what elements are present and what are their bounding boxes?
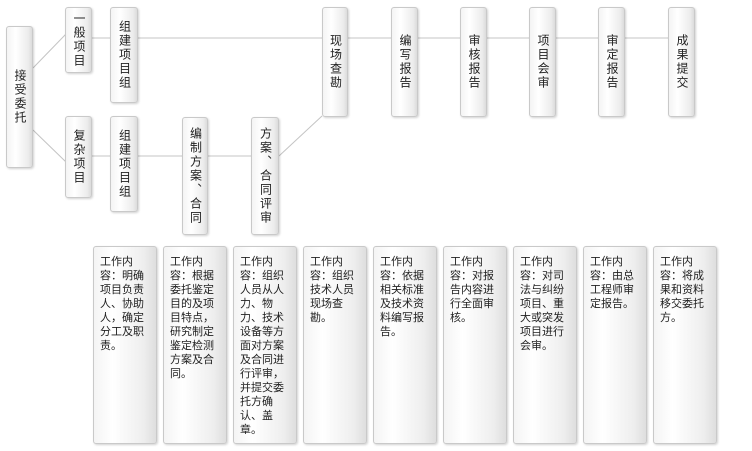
complex-project-label: 复杂项目 [72,129,86,185]
step-approve-node: 审定报告 [598,7,625,117]
detail-team: 工作内容：明确项目负责人、协助人，确定分工及职责。 [93,246,157,444]
detail-survey: 工作内容：组织技术人员现场查勘。 [303,246,367,444]
detail-write: 工作内容：依据相关标准及技术资料编写报告。 [373,246,437,444]
detail-deliver: 工作内容：将成果和资料移交委托方。 [653,246,717,444]
detail-meeting: 工作内容：对司法与纠纷项目、重大或突发项目进行会审。 [513,246,577,444]
step-survey-label: 现场查勘 [328,34,343,90]
detail-audit: 工作内容：对报告内容进行全面审核。 [443,246,507,444]
detail-approve: 工作内容：由总工程师审定报告。 [583,246,647,444]
simple-project-label: 一般项目 [72,12,86,68]
complex-team-label: 组建项目组 [117,129,132,199]
step-deliver-node: 成果提交 [668,7,695,117]
detail-plan: 工作内容：根据委托鉴定目的及项目特点，研究制定鉴定检测方案及合同。 [163,246,227,444]
step-audit-label: 审核报告 [467,34,481,90]
plan-node: 编制方案、合同 [182,117,208,235]
simple-team-label: 组建项目组 [117,20,132,90]
step-meeting-label: 项目会审 [536,34,550,90]
review-label: 方案、合同评审 [258,127,273,225]
step-deliver-label: 成果提交 [675,34,689,90]
simple-project-node: 一般项目 [65,7,92,73]
step-survey-node: 现场查勘 [322,7,348,117]
start-label: 接受委托 [13,69,27,125]
complex-team-node: 组建项目组 [110,116,138,212]
simple-team-node: 组建项目组 [110,7,138,103]
review-node: 方案、合同评审 [251,117,279,235]
complex-project-node: 复杂项目 [65,116,92,198]
start-node: 接受委托 [6,26,33,168]
step-approve-label: 审定报告 [605,34,619,90]
plan-label: 编制方案、合同 [188,127,203,225]
step-meeting-node: 项目会审 [529,7,556,117]
step-write-node: 编写报告 [391,7,418,117]
detail-review: 工作内容：组织人员从人力、物力、技术设备等方面对方案及合同进行评审，并提交委托方… [233,246,297,444]
step-audit-node: 审核报告 [460,7,487,117]
step-write-label: 编写报告 [398,34,412,90]
